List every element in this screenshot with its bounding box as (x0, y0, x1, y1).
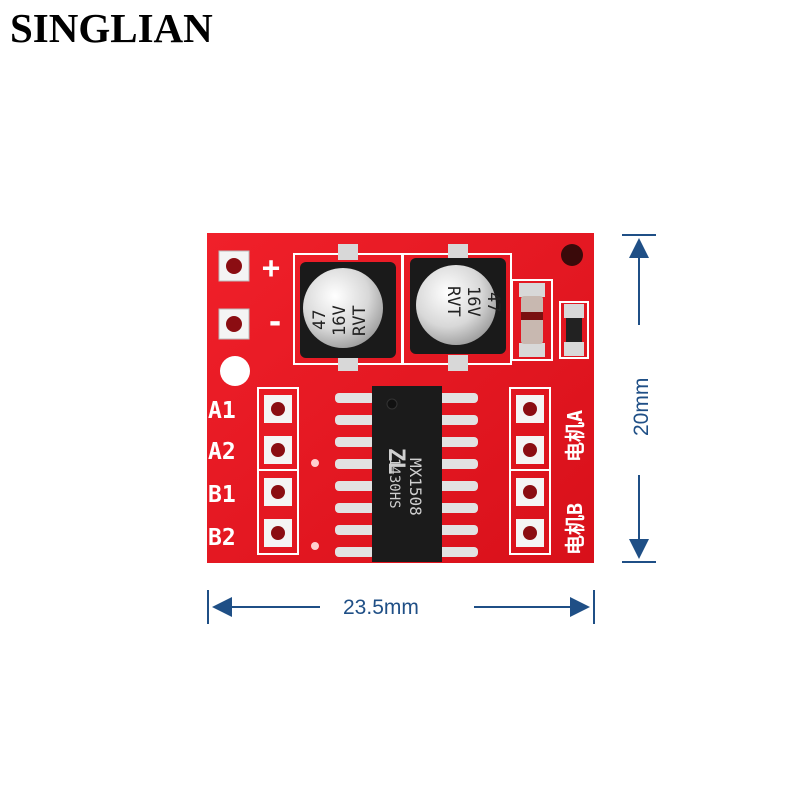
input-pads (264, 395, 292, 547)
power-minus-label: - (266, 305, 284, 340)
mounting-hole (561, 244, 583, 266)
resistor (559, 301, 589, 359)
chip-code: 1430HS (386, 458, 402, 509)
silkscreen-dot (220, 356, 250, 386)
cap-label-3: RVT (443, 286, 463, 317)
capacitor: 47 16V RVT (410, 244, 506, 371)
motor-a-label: 电机A (563, 410, 587, 462)
motor-b-label: 电机B (563, 503, 587, 555)
power-header (218, 250, 250, 340)
input-label-b2: B2 (208, 525, 236, 551)
led-dot (311, 542, 319, 550)
height-label: 20mm (630, 378, 653, 436)
diode (511, 279, 553, 361)
chip-model: MX1508 (406, 458, 425, 516)
output-pads (516, 395, 544, 547)
led-dot (311, 459, 319, 467)
capacitor: 47 16V RVT (300, 244, 396, 371)
input-label-a2: A2 (208, 439, 236, 465)
cap-label-3: RVT (350, 305, 370, 336)
cap-label-2: 16V (463, 286, 483, 317)
brand-logo: SINGLIAN (10, 5, 213, 51)
chip-pins (335, 393, 478, 557)
power-plus-label: + (262, 251, 280, 286)
height-dimension (622, 234, 656, 563)
motor-driver-chip: ZL MX1508 1430HS (372, 386, 442, 562)
width-label: 23.5mm (343, 596, 419, 619)
cap-label-1: 47 (483, 292, 503, 312)
chip-logo: ZL (383, 448, 408, 475)
input-label-b1: B1 (208, 482, 236, 508)
input-label-a1: A1 (208, 398, 236, 424)
cap-label-2: 16V (330, 305, 350, 336)
cap-label-1: 47 (310, 310, 330, 330)
width-dimension (207, 590, 595, 624)
